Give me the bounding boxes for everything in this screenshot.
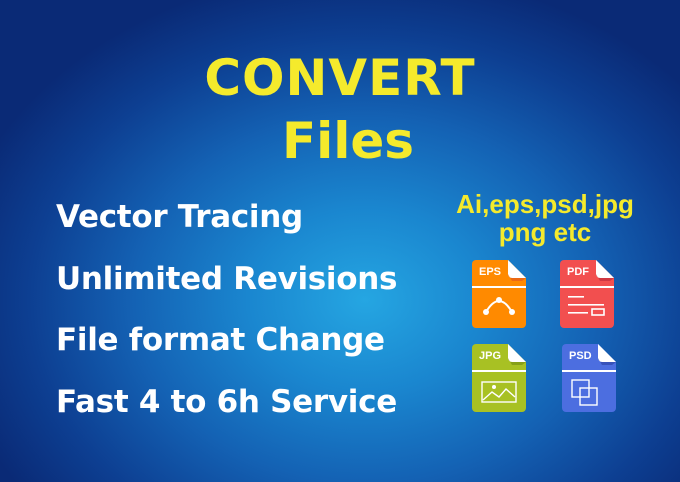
title-convert: CONVERT xyxy=(204,49,476,107)
feature-vector-tracing: Vector Tracing xyxy=(56,199,303,235)
pdf-label: PDF xyxy=(567,266,589,278)
feature-fast-service: Fast 4 to 6h Service xyxy=(56,383,397,420)
psd-file-icon: PSD xyxy=(562,344,616,412)
jpg-file-icon: JPG xyxy=(472,344,526,412)
eps-label: EPS xyxy=(479,266,502,278)
feature-unlimited-revisions: Unlimited Revisions xyxy=(56,260,398,297)
feature-list: Vector Tracing Unlimited Revisions File … xyxy=(56,200,397,446)
feature-file-format-change: File format Change xyxy=(56,322,385,358)
eps-file-icon: EPS xyxy=(472,260,526,328)
supported-formats: Ai,eps,psd,jpg png etc xyxy=(425,190,665,246)
formats-line1: Ai,eps,psd,jpg xyxy=(456,189,634,219)
psd-label: PSD xyxy=(569,350,592,362)
title-files: Files xyxy=(281,112,415,170)
pdf-file-icon: PDF xyxy=(560,260,614,328)
formats-line2: png etc xyxy=(498,217,592,247)
jpg-label: JPG xyxy=(479,350,502,362)
